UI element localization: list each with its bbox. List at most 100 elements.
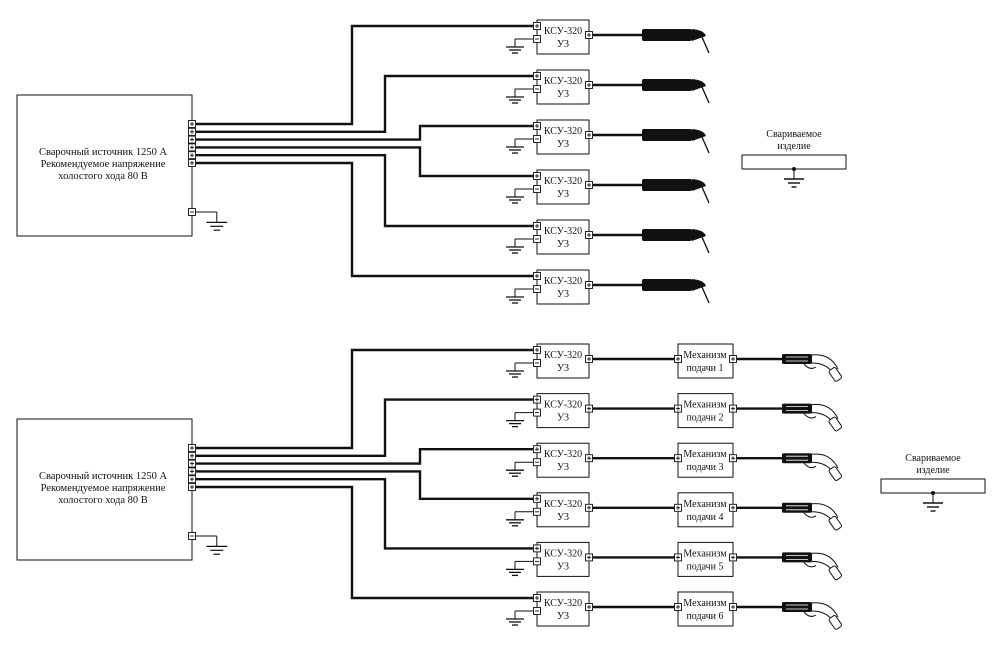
- ksu-label-model: КСУ-320: [544, 76, 582, 87]
- power-cable: [196, 24, 533, 126]
- workpiece-label-line1: Свариваемое: [905, 453, 961, 464]
- source-label-line1: Сварочный источник 1250 А: [39, 471, 167, 482]
- ksu-output-terminal: [585, 231, 593, 239]
- feeder-input-terminal: [674, 355, 682, 363]
- feeder-label-line1: Механизм: [683, 548, 727, 559]
- ksu-input-minus-terminal: [533, 507, 541, 516]
- source-plus-terminal: [188, 127, 196, 136]
- ksu-ground-icon: [506, 461, 533, 477]
- ksu-input-minus-terminal: [533, 35, 541, 43]
- mig-torch-icon: [782, 502, 843, 531]
- ksu-output-terminal: [585, 31, 593, 39]
- feeder-output-terminal: [729, 603, 737, 611]
- ksu-label-model: КСУ-320: [544, 598, 582, 609]
- electrode-holder-icon: [642, 279, 710, 304]
- source-plus-terminal: [188, 475, 196, 484]
- workpiece-label-line2: изделие: [916, 465, 950, 476]
- ksu-input-plus-terminal: [533, 22, 541, 30]
- source-minus-terminal: [188, 208, 196, 216]
- ksu-label-model: КСУ-320: [544, 400, 582, 411]
- workpiece-label-line1: Свариваемое: [766, 129, 822, 140]
- power-cable: [196, 470, 533, 500]
- ksu-label-climate: У3: [557, 289, 569, 300]
- feeder-label-line2: подачи 5: [686, 561, 723, 572]
- ksu-ground-icon: [506, 288, 533, 304]
- power-cable: [196, 478, 533, 550]
- ksu-label-climate: У3: [557, 189, 569, 200]
- electrode-holder-icon: [642, 29, 710, 54]
- feeder-output-terminal: [729, 553, 737, 562]
- source-plus-terminal: [188, 451, 196, 460]
- mig-torch-icon: [782, 453, 843, 481]
- power-cable: [196, 348, 533, 450]
- source-plus-terminal: [188, 467, 196, 476]
- power-cable: [196, 124, 533, 141]
- feeder-label-line1: Механизм: [683, 598, 727, 609]
- workpiece-ground-icon: [784, 167, 804, 188]
- electrode-holder-icon: [642, 129, 710, 154]
- feeder-label-line2: подачи 2: [686, 413, 723, 424]
- feeder-input-terminal: [674, 603, 682, 611]
- ksu-label-model: КСУ-320: [544, 176, 582, 187]
- source-ground-icon: [196, 211, 228, 231]
- ksu-label-climate: У3: [557, 39, 569, 50]
- power-cable: [196, 161, 533, 278]
- ksu-input-plus-terminal: [533, 272, 541, 280]
- power-cable: [196, 154, 533, 228]
- source-plus-terminal: [188, 135, 196, 144]
- ksu-input-minus-terminal: [533, 408, 541, 417]
- feeder-label-line2: подачи 4: [686, 512, 723, 523]
- source-plus-terminal: [188, 120, 196, 128]
- feeder-label-line1: Механизм: [683, 449, 727, 460]
- ksu-input-minus-terminal: [533, 458, 541, 467]
- feeder-output-terminal: [729, 404, 737, 413]
- ksu-ground-icon: [506, 88, 533, 104]
- source-label-line1: Сварочный источник 1250 А: [39, 147, 167, 158]
- feeder-label-line1: Механизм: [683, 400, 727, 411]
- ksu-ground-icon: [506, 610, 533, 626]
- ksu-input-plus-terminal: [533, 544, 541, 553]
- feeder-label-line2: подачи 3: [686, 462, 723, 473]
- ksu-input-minus-terminal: [533, 85, 541, 93]
- feeder-output-terminal: [729, 355, 737, 363]
- ksu-input-minus-terminal: [533, 135, 541, 143]
- source-plus-terminal: [188, 151, 196, 160]
- ksu-label-model: КСУ-320: [544, 350, 582, 361]
- ksu-ground-icon: [506, 362, 533, 378]
- mig-torch-icon: [782, 403, 843, 432]
- ksu-input-plus-terminal: [533, 445, 541, 454]
- workpiece-ground-icon: [923, 491, 943, 512]
- power-cable: [196, 448, 533, 465]
- ksu-ground-icon: [506, 138, 533, 154]
- ksu-input-plus-terminal: [533, 395, 541, 404]
- ksu-input-minus-terminal: [533, 185, 541, 193]
- ksu-label-climate: У3: [557, 413, 569, 424]
- ksu-label-climate: У3: [557, 363, 569, 374]
- ksu-label-climate: У3: [557, 561, 569, 572]
- ksu-output-terminal: [585, 281, 593, 289]
- source-ground-icon: [196, 535, 228, 555]
- ksu-ground-icon: [506, 511, 533, 527]
- ksu-label-model: КСУ-320: [544, 126, 582, 137]
- ksu-label-model: КСУ-320: [544, 449, 582, 460]
- ksu-input-plus-terminal: [533, 172, 541, 180]
- mig-torch-icon: [782, 602, 843, 630]
- ksu-output-terminal: [585, 131, 593, 139]
- mig-torch-icon: [782, 354, 843, 382]
- ksu-label-model: КСУ-320: [544, 276, 582, 287]
- power-cable: [196, 146, 533, 178]
